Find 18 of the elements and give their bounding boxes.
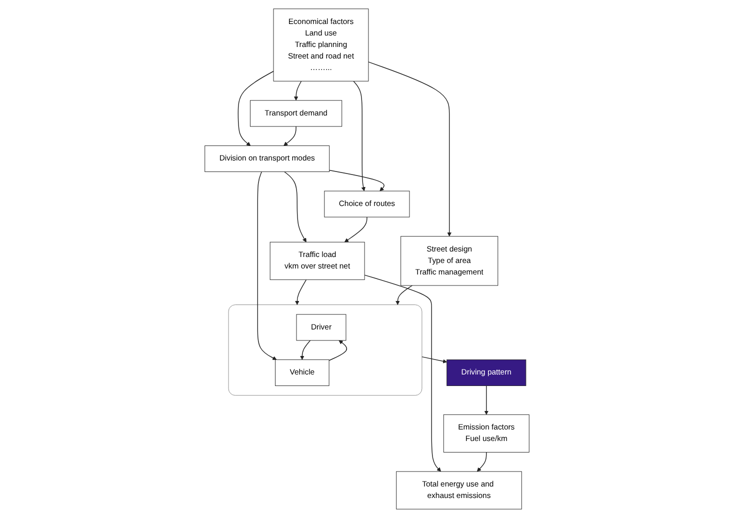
arrow (294, 80, 302, 101)
arrow (295, 279, 307, 305)
arrow (476, 452, 487, 472)
arrow (422, 356, 448, 364)
arrow (344, 216, 368, 242)
arrow (284, 171, 306, 242)
arrow (396, 285, 413, 305)
arrow (364, 274, 442, 472)
arrow (257, 171, 277, 360)
arrow (238, 70, 274, 146)
arrow (284, 126, 296, 146)
arrow (328, 340, 348, 361)
arrow (484, 385, 488, 415)
arrow (328, 170, 384, 192)
arrow (300, 340, 311, 360)
cluster (228, 304, 422, 396)
arrow (368, 62, 452, 237)
arrow (353, 80, 366, 192)
